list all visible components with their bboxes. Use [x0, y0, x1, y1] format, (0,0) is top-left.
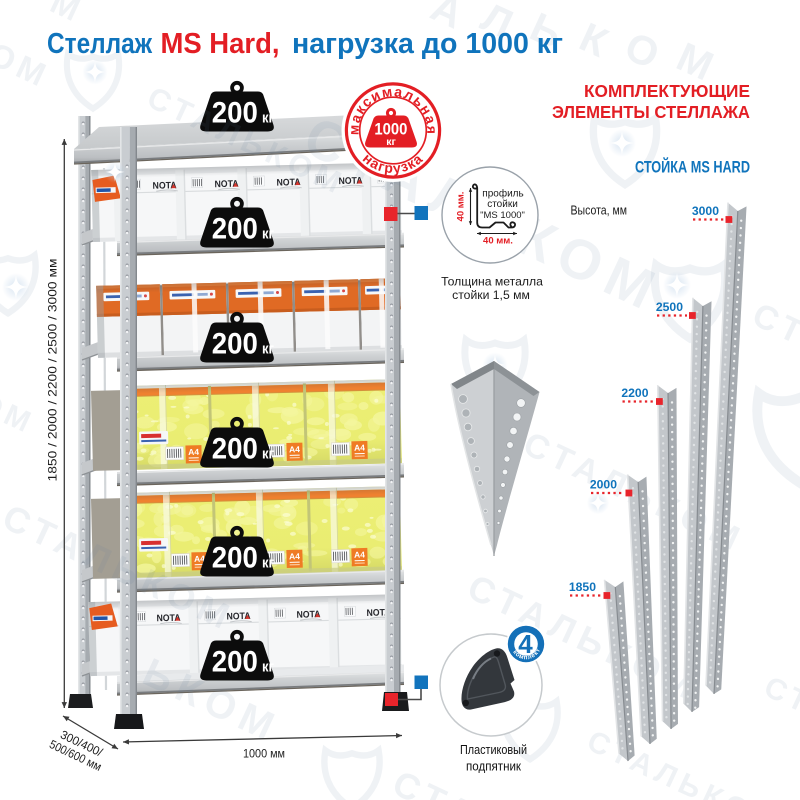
svg-text:кг: кг [262, 556, 274, 572]
svg-text:A4: A4 [354, 442, 365, 452]
svg-text:кг: кг [262, 227, 274, 243]
svg-text:200: 200 [212, 328, 258, 361]
svg-text:NOTA: NOTA [156, 613, 180, 625]
svg-text:NOTA: NOTA [296, 609, 320, 621]
svg-text:200: 200 [212, 646, 258, 679]
svg-text:A4: A4 [188, 447, 199, 457]
svg-text:СТОЙКА MS HARD: СТОЙКА MS HARD [635, 158, 750, 177]
svg-text:1850 / 2000 / 2200 / 2500 / 30: 1850 / 2000 / 2200 / 2500 / 3000 мм [46, 259, 60, 482]
svg-text:200: 200 [212, 213, 258, 246]
svg-text:NOTA: NOTA [338, 175, 362, 187]
svg-text:200: 200 [212, 542, 258, 575]
svg-text:Высота, мм: Высота, мм [571, 203, 628, 218]
svg-text:штуки: штуки [517, 655, 533, 661]
svg-text:A4: A4 [354, 549, 365, 559]
svg-text:1000: 1000 [374, 120, 407, 138]
svg-text:A4: A4 [289, 444, 300, 454]
svg-text:"MS 1000": "MS 1000" [480, 210, 525, 221]
svg-text:NOTA: NOTA [366, 607, 390, 619]
svg-text:200: 200 [212, 97, 258, 130]
svg-text:КОМПЛЕКТУЮЩИЕ: КОМПЛЕКТУЮЩИЕ [584, 81, 750, 101]
svg-text:2200: 2200 [621, 386, 648, 400]
svg-text:Стеллаж: Стеллаж [47, 28, 152, 60]
svg-text:кг: кг [262, 111, 274, 127]
svg-text:NOTA: NOTA [214, 179, 238, 191]
svg-text:Толщина металла: Толщина металла [441, 275, 543, 289]
svg-text:40 мм.: 40 мм. [483, 236, 513, 247]
svg-text:кг: кг [262, 660, 274, 676]
svg-text:кг: кг [386, 136, 396, 148]
svg-text:стойки 1,5 мм: стойки 1,5 мм [452, 288, 530, 302]
svg-text:2500: 2500 [656, 300, 683, 314]
svg-text:стойки: стойки [487, 199, 518, 210]
svg-text:кг: кг [262, 342, 274, 358]
svg-text:ЭЛЕМЕНТЫ СТЕЛЛАЖА: ЭЛЕМЕНТЫ СТЕЛЛАЖА [552, 102, 750, 122]
svg-text:NOTA: NOTA [226, 611, 250, 623]
svg-text:A4: A4 [289, 551, 300, 561]
svg-text:MS Hard,: MS Hard, [161, 28, 280, 60]
svg-text:кг: кг [262, 447, 274, 463]
svg-text:1000 мм: 1000 мм [243, 749, 285, 761]
svg-text:2000: 2000 [590, 478, 617, 492]
svg-text:3000: 3000 [692, 204, 719, 218]
svg-text:40 мм.: 40 мм. [456, 192, 467, 222]
svg-text:нагрузка до 1000 кг: нагрузка до 1000 кг [292, 28, 563, 60]
svg-text:профиль: профиль [482, 188, 523, 200]
svg-text:A4: A4 [194, 554, 205, 564]
svg-text:NOTA: NOTA [152, 180, 176, 192]
svg-text:200: 200 [212, 433, 258, 466]
svg-text:NOTA: NOTA [276, 177, 300, 189]
svg-text:Пластиковый: Пластиковый [460, 742, 527, 757]
svg-text:подпятник: подпятник [466, 759, 521, 774]
svg-text:4: 4 [518, 629, 533, 659]
svg-text:1850: 1850 [569, 580, 596, 594]
